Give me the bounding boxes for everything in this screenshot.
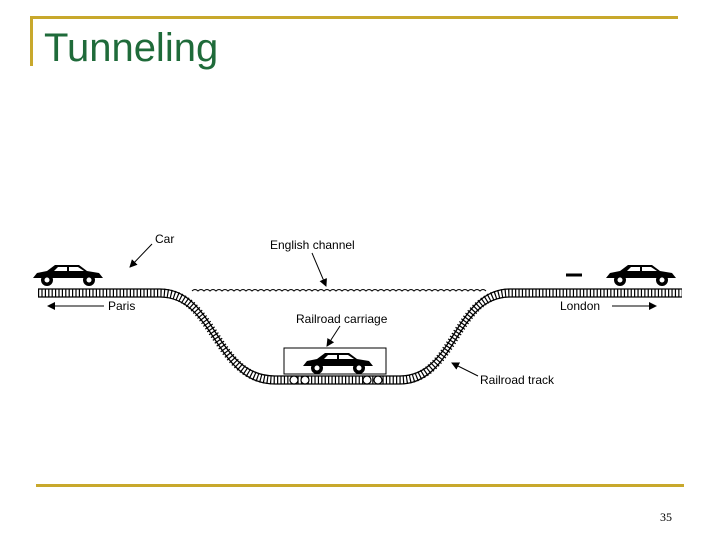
carriage-wheel [289,375,299,385]
carriage-wheel [362,375,372,385]
railroad-track-label-arrow [451,362,479,377]
car-london-side [606,265,676,286]
carriage-wheel [373,375,383,385]
channel-water-surface [191,289,487,292]
english-channel-label-arrow [311,252,327,287]
railroad-carriage [283,347,387,385]
railroad-carriage-label-arrow [326,325,341,347]
railroad-track-label: Railroad track [480,373,555,387]
carriage-wheel [300,375,310,385]
slide-title: Tunneling [44,26,219,70]
car-label: Car [155,232,174,246]
page-number: 35 [660,510,672,524]
london-label: London [560,299,600,313]
car-paris-side [33,265,103,286]
railroad-track [38,288,682,385]
railroad-carriage-label: Railroad carriage [296,312,388,326]
paris-label: Paris [108,299,135,313]
car-label-arrow [129,243,153,268]
frame-top-rule [30,16,678,19]
english-channel-label: English channel [270,238,355,252]
frame-left-rule [30,16,33,66]
frame-bottom-rule [36,484,684,487]
